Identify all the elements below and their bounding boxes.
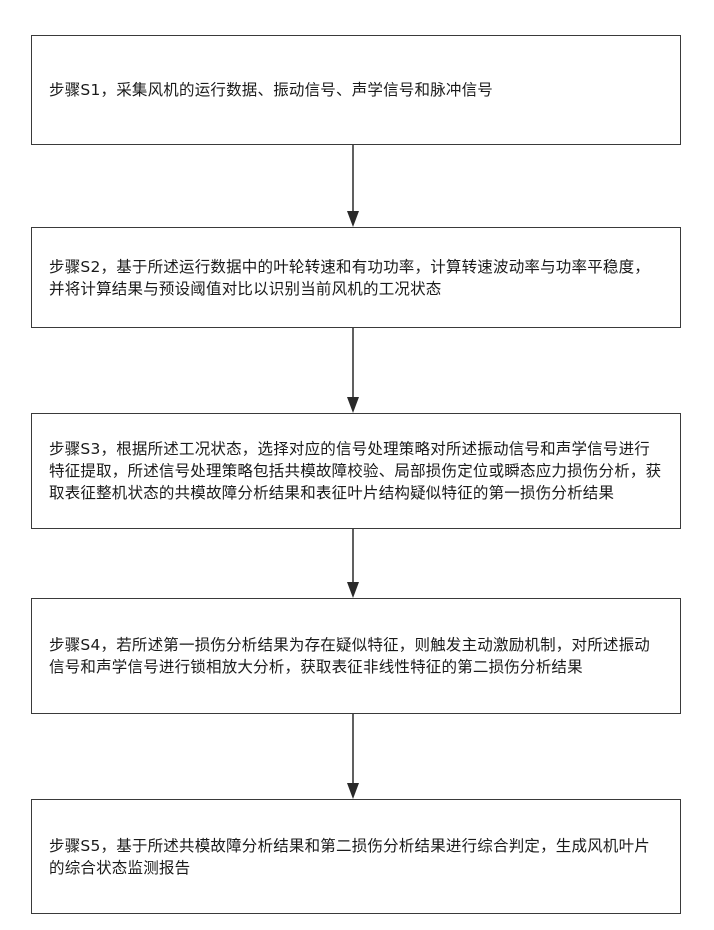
arrow-s3-to-s4 [345,529,361,598]
arrow-s4-to-s5 [345,714,361,799]
step-s5-text: 步骤S5，基于所述共模故障分析结果和第二损伤分析结果进行综合判定，生成风机叶片的… [49,835,664,879]
step-s1-text: 步骤S1，采集风机的运行数据、振动信号、声学信号和脉冲信号 [49,79,493,101]
step-s2-box: 步骤S2，基于所述运行数据中的叶轮转速和有功功率，计算转速波动率与功率平稳度，并… [31,227,681,328]
step-s3-text: 步骤S3，根据所述工况状态，选择对应的信号处理策略对所述振动信号和声学信号进行特… [49,438,664,504]
step-s2-text: 步骤S2，基于所述运行数据中的叶轮转速和有功功率，计算转速波动率与功率平稳度，并… [49,256,664,300]
step-s4-text: 步骤S4，若所述第一损伤分析结果为存在疑似特征，则触发主动激励机制，对所述振动信… [49,634,664,678]
step-s5-box: 步骤S5，基于所述共模故障分析结果和第二损伤分析结果进行综合判定，生成风机叶片的… [31,799,681,914]
step-s4-box: 步骤S4，若所述第一损伤分析结果为存在疑似特征，则触发主动激励机制，对所述振动信… [31,598,681,714]
step-s1-box: 步骤S1，采集风机的运行数据、振动信号、声学信号和脉冲信号 [31,35,681,145]
arrow-s2-to-s3 [345,328,361,413]
step-s3-box: 步骤S3，根据所述工况状态，选择对应的信号处理策略对所述振动信号和声学信号进行特… [31,413,681,529]
arrow-s1-to-s2 [345,145,361,227]
